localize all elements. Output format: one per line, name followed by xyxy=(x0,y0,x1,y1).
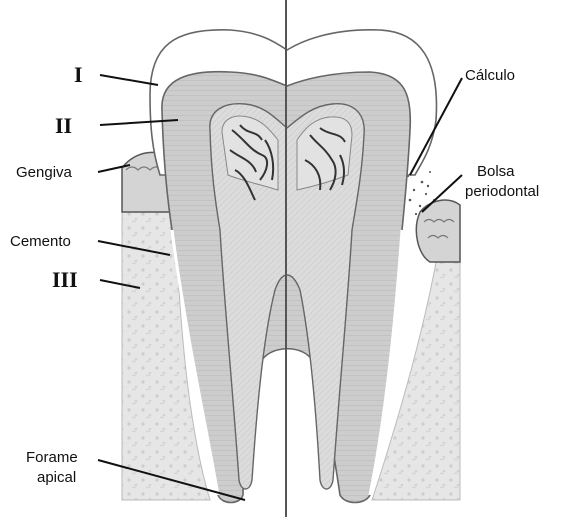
label-bolsa-line2: periodontal xyxy=(465,183,539,200)
label-roman-3: III xyxy=(52,267,78,292)
label-roman-1: I xyxy=(74,62,83,87)
gum-right xyxy=(416,200,460,262)
label-cemento: Cemento xyxy=(10,233,71,250)
label-calculo: Cálculo xyxy=(465,67,515,84)
label-roman-2: II xyxy=(55,113,72,138)
label-forame-line2: apical xyxy=(37,469,76,486)
label-bolsa-line1: Bolsa xyxy=(477,163,515,180)
label-forame-line1: Forame xyxy=(26,449,78,466)
label-gengiva: Gengiva xyxy=(16,164,73,181)
